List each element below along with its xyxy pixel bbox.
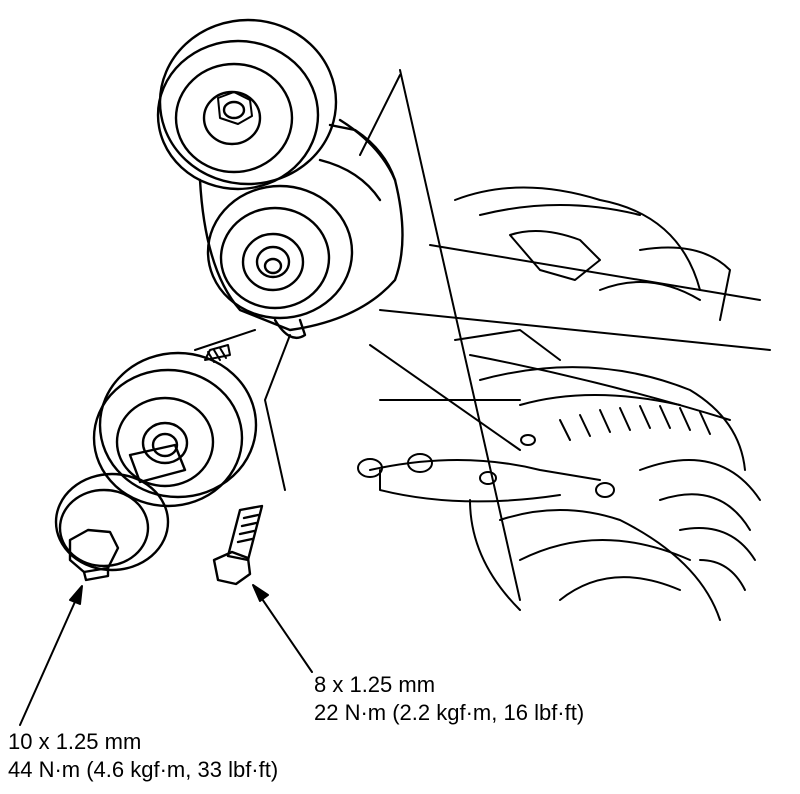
large-bolt-callout: 10 x 1.25 mm 44 N·m (4.6 kgf·m, 33 lbf·f… [8, 728, 278, 784]
callout-arrows [19, 584, 313, 726]
small-bolt [212, 504, 264, 586]
small-bolt-arrowhead [252, 584, 269, 602]
small-bolt-callout: 8 x 1.25 mm 22 N·m (2.2 kgf·m, 16 lbf·ft… [314, 671, 584, 727]
large-bolt [54, 443, 187, 582]
small-bolt-size: 8 x 1.25 mm [314, 672, 436, 697]
large-bolt-arrowhead [69, 585, 83, 605]
large-bolt-torque: 44 N·m (4.6 kgf·m, 33 lbf·ft) [8, 757, 279, 782]
idler-pulley [92, 351, 258, 508]
engine-background [357, 69, 771, 621]
leader-lines [194, 329, 291, 491]
large-bolt-size: 10 x 1.25 mm [8, 729, 142, 754]
tensioner-pulley [206, 184, 354, 320]
pulley-stud [204, 344, 231, 363]
tensioner-bracket [198, 118, 404, 340]
small-bolt-torque: 22 N·m (2.2 kgf·m, 16 lbf·ft) [314, 700, 585, 725]
upper-idler-pulley [156, 18, 338, 191]
